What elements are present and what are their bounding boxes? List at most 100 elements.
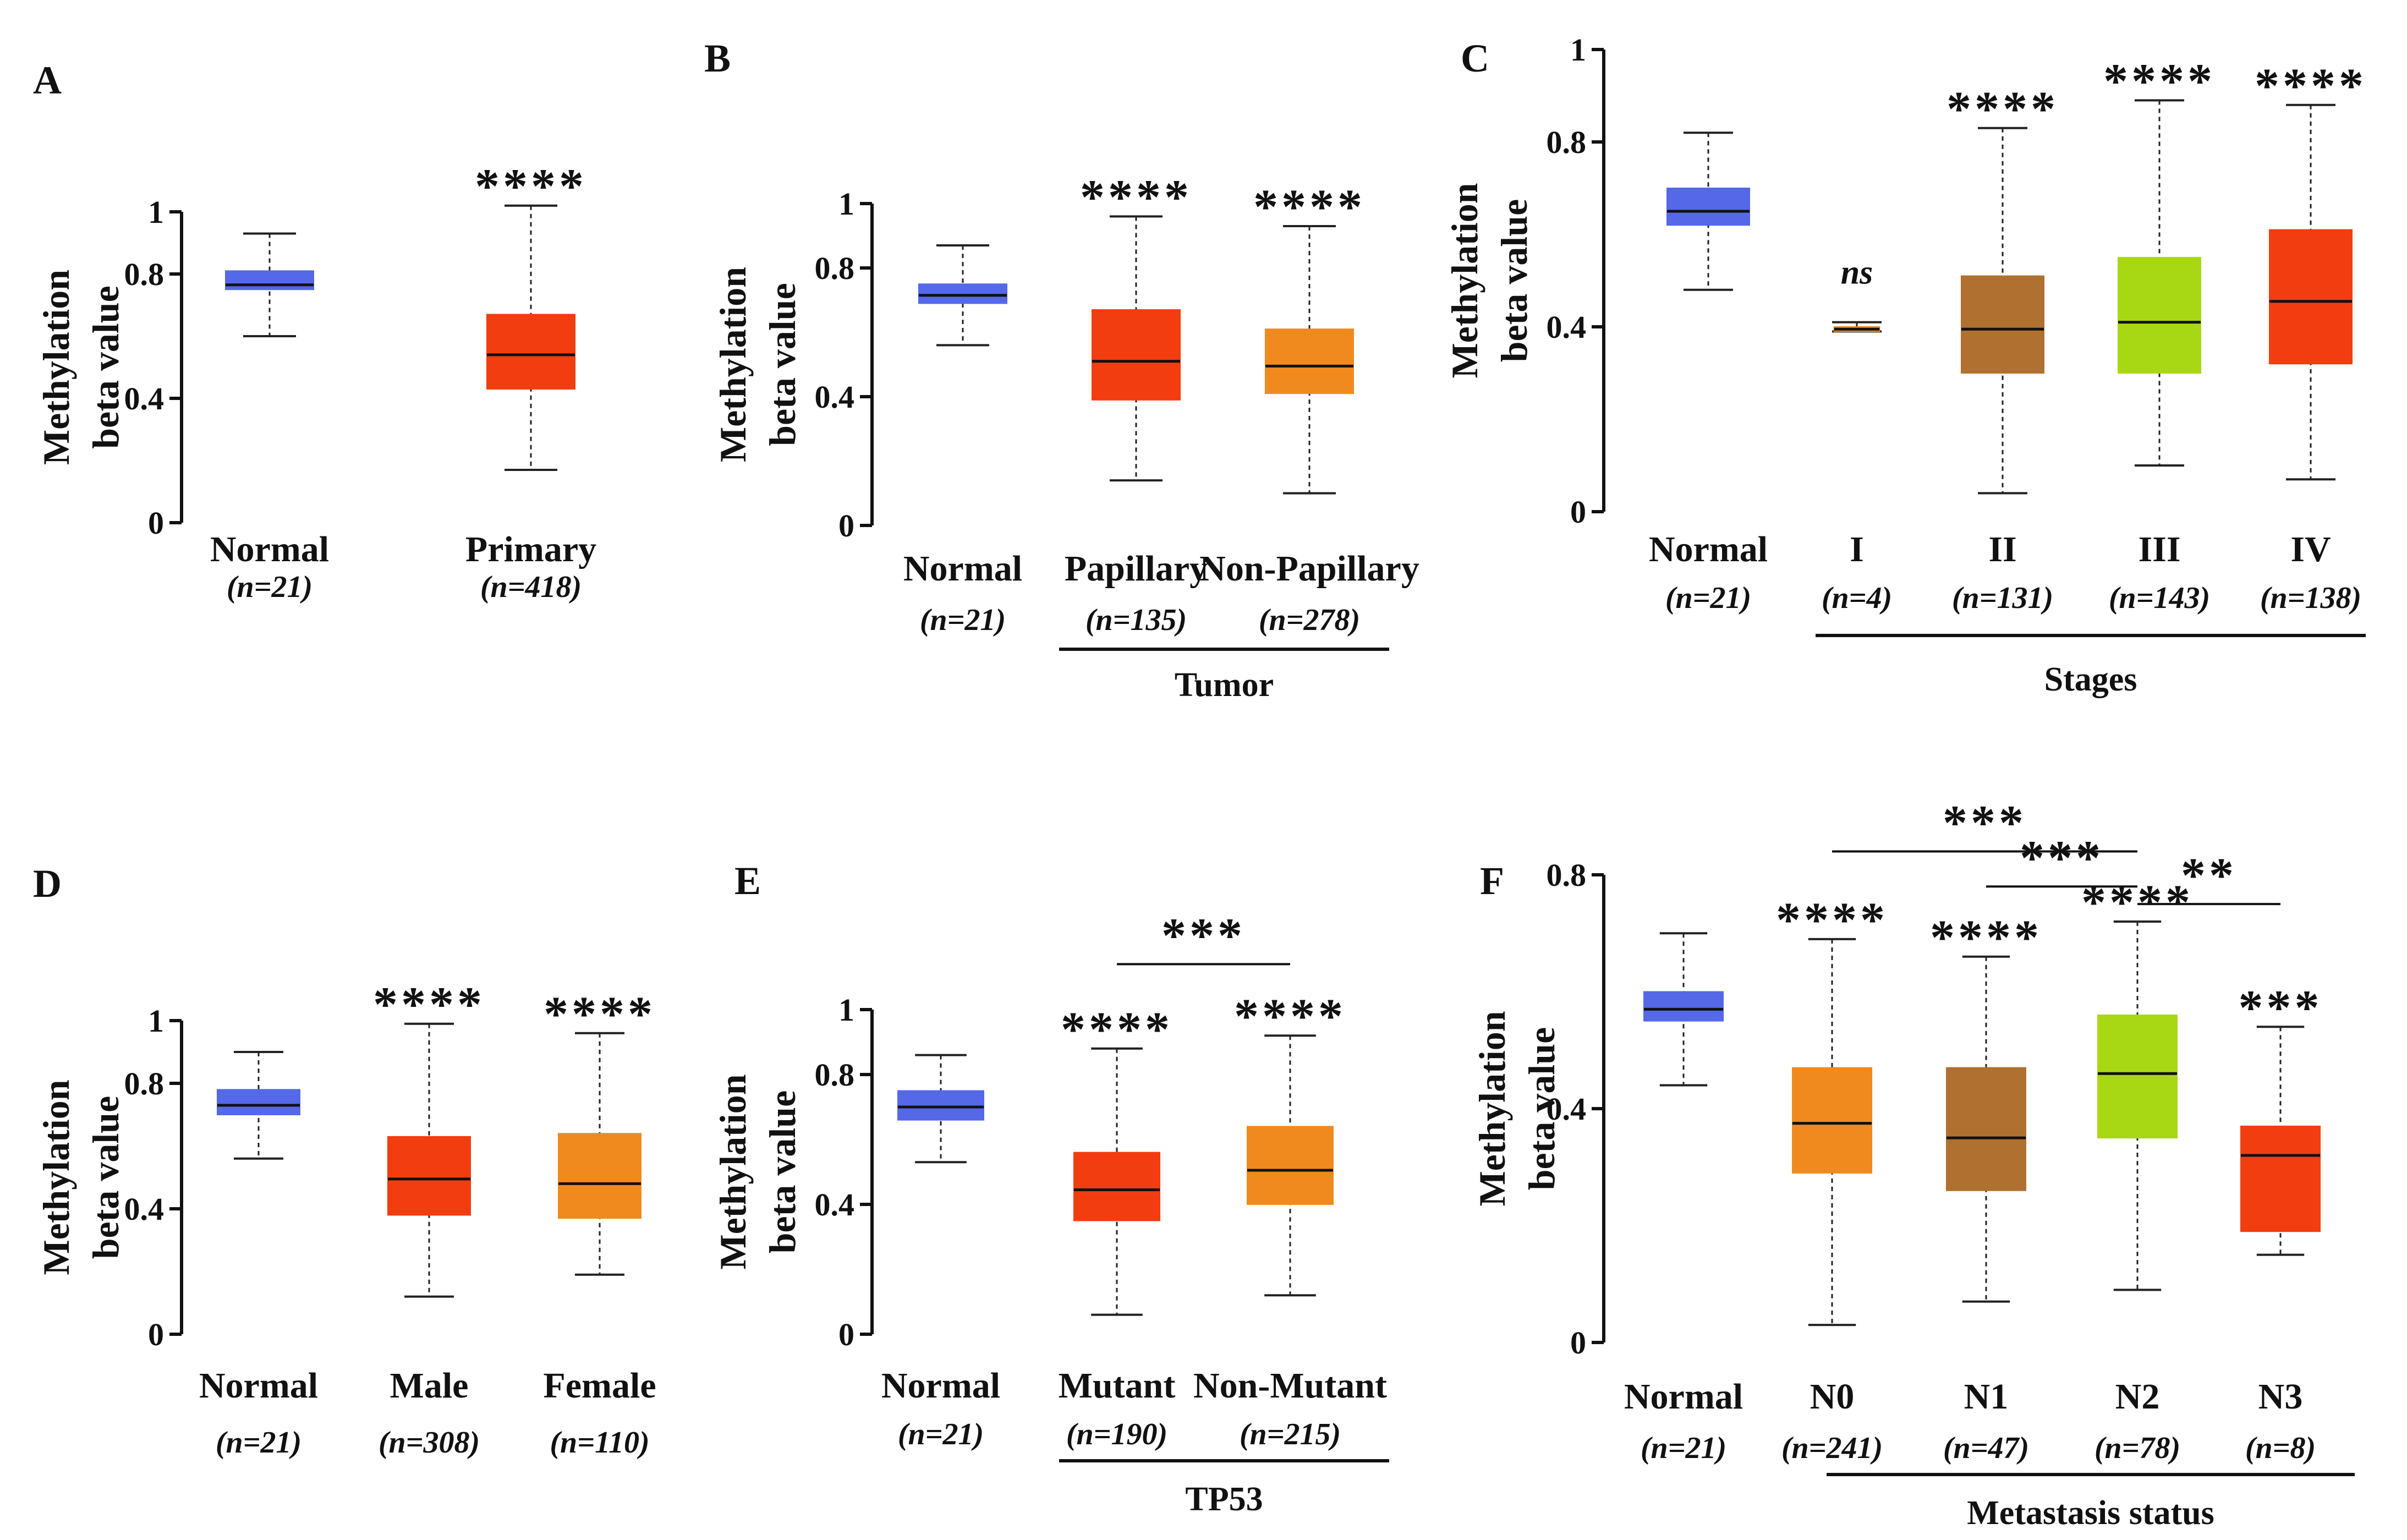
- category-label: Normal: [199, 1366, 318, 1406]
- category-label: Primary: [465, 529, 596, 569]
- y-tick-label: 1: [838, 992, 854, 1028]
- category-label: Non-Mutant: [1193, 1366, 1387, 1406]
- significance-label: ****: [1930, 911, 2042, 965]
- significance-label: ****: [2103, 54, 2216, 108]
- category-label: Mutant: [1059, 1366, 1176, 1406]
- box-body: [1946, 1067, 2026, 1191]
- category-label: Normal: [881, 1366, 1000, 1406]
- y-axis-label-line-1: Methylation: [712, 1074, 754, 1269]
- sample-count: (n=8): [2245, 1431, 2316, 1465]
- box-body: [918, 283, 1007, 304]
- sample-count: (n=241): [1781, 1431, 1883, 1465]
- box-body: [558, 1133, 641, 1219]
- sample-count: (n=418): [480, 570, 582, 604]
- sample-count: (n=215): [1240, 1417, 1341, 1451]
- category-label: I: [1850, 529, 1864, 569]
- significance-label: ****: [1080, 170, 1192, 224]
- sample-count: (n=21): [920, 603, 1006, 637]
- y-axis-label-line-2: beta value: [85, 1096, 127, 1259]
- significance-label: ****: [2255, 59, 2367, 113]
- panel-letter: C: [1461, 36, 1489, 80]
- y-tick-label: 0: [148, 1317, 164, 1352]
- box-body: [1792, 1067, 1872, 1174]
- panel-letter: E: [734, 859, 761, 903]
- significance-label: ****: [1947, 82, 2059, 136]
- box-papillary: ****: [1080, 170, 1192, 482]
- category-label: N2: [2115, 1377, 2160, 1417]
- box-mutant: ****: [1061, 1002, 1173, 1316]
- category-label: Papillary: [1065, 549, 1208, 589]
- sample-count: (n=278): [1259, 603, 1360, 637]
- box-i: ns: [1832, 254, 1882, 333]
- category-label: III: [2138, 529, 2180, 569]
- significance-label: ****: [1061, 1002, 1173, 1057]
- sample-count: (n=78): [2095, 1431, 2180, 1465]
- significance-label: ****: [1776, 893, 1888, 947]
- significance-label: ****: [544, 987, 656, 1042]
- group-label: Tumor: [1175, 666, 1274, 704]
- box-normal: [1666, 131, 1750, 291]
- y-axis-label-line-2: beta value: [761, 1090, 803, 1254]
- box-body: [1092, 309, 1181, 401]
- box-body: [1666, 188, 1750, 226]
- box-body: [1643, 991, 1724, 1022]
- y-axis-label-line-1: Methylation: [1471, 1011, 1513, 1206]
- box-body: [1961, 275, 2044, 374]
- category-label: Normal: [1649, 529, 1768, 569]
- group-label: Stages: [2044, 661, 2137, 698]
- sample-count: (n=131): [1952, 581, 2053, 615]
- box-body: [1247, 1126, 1334, 1205]
- box-primary: ****: [475, 160, 584, 471]
- box-body: [486, 314, 575, 390]
- box-non-papillary: ****: [1253, 180, 1366, 495]
- box-body: [1265, 328, 1354, 394]
- category-label: Male: [390, 1366, 469, 1406]
- y-tick-label: 1: [148, 1003, 164, 1039]
- box-n3: ***: [2239, 980, 2323, 1256]
- sample-count: (n=135): [1085, 603, 1187, 637]
- category-label: N3: [2258, 1377, 2303, 1417]
- significance-label: ****: [2081, 875, 2194, 930]
- bracket-significance: ***: [1161, 908, 1246, 963]
- y-tick-label: 0.8: [124, 256, 165, 292]
- bracket-significance: **: [2181, 848, 2237, 903]
- category-label: Normal: [210, 529, 329, 569]
- box-iii: ****: [2103, 54, 2216, 467]
- y-tick-label: 0.8: [815, 1057, 855, 1093]
- significance-label: ***: [2239, 980, 2323, 1035]
- y-tick-label: 0: [838, 1317, 854, 1352]
- box-normal: [918, 244, 1007, 347]
- y-tick-label: 0.4: [124, 381, 165, 416]
- y-tick-label: 1: [838, 186, 854, 222]
- sample-count: (n=138): [2260, 581, 2361, 615]
- panel-letter: D: [33, 862, 62, 906]
- box-body: [217, 1089, 300, 1116]
- y-tick-label: 0.8: [1547, 124, 1587, 160]
- y-tick-label: 0.8: [124, 1066, 165, 1101]
- category-label: N0: [1810, 1377, 1855, 1417]
- significance-label: ****: [1234, 989, 1346, 1044]
- bracket-significance: ***: [2020, 831, 2104, 885]
- box-body: [2097, 1015, 2178, 1139]
- y-axis-label-line-1: Methylation: [35, 1079, 77, 1275]
- significance-label: ****: [1253, 180, 1366, 234]
- group-label: Metastasis status: [1967, 1494, 2214, 1532]
- significance-label: ****: [373, 978, 485, 1032]
- category-label: N1: [1964, 1377, 2009, 1417]
- y-tick-label: 0: [1570, 1325, 1586, 1361]
- y-axis-label-line-2: beta value: [1521, 1027, 1562, 1191]
- box-ii: ****: [1947, 82, 2059, 495]
- panel-letter: A: [33, 58, 62, 102]
- category-label: Normal: [1624, 1377, 1743, 1417]
- category-label: IV: [2290, 529, 2331, 569]
- sample-count: (n=143): [2109, 581, 2210, 615]
- category-label: Non-Papillary: [1199, 549, 1419, 589]
- y-tick-label: 0: [148, 505, 164, 541]
- box-body: [2240, 1125, 2321, 1232]
- category-label: Normal: [903, 549, 1022, 589]
- y-axis-label-line-2: beta value: [1493, 199, 1535, 363]
